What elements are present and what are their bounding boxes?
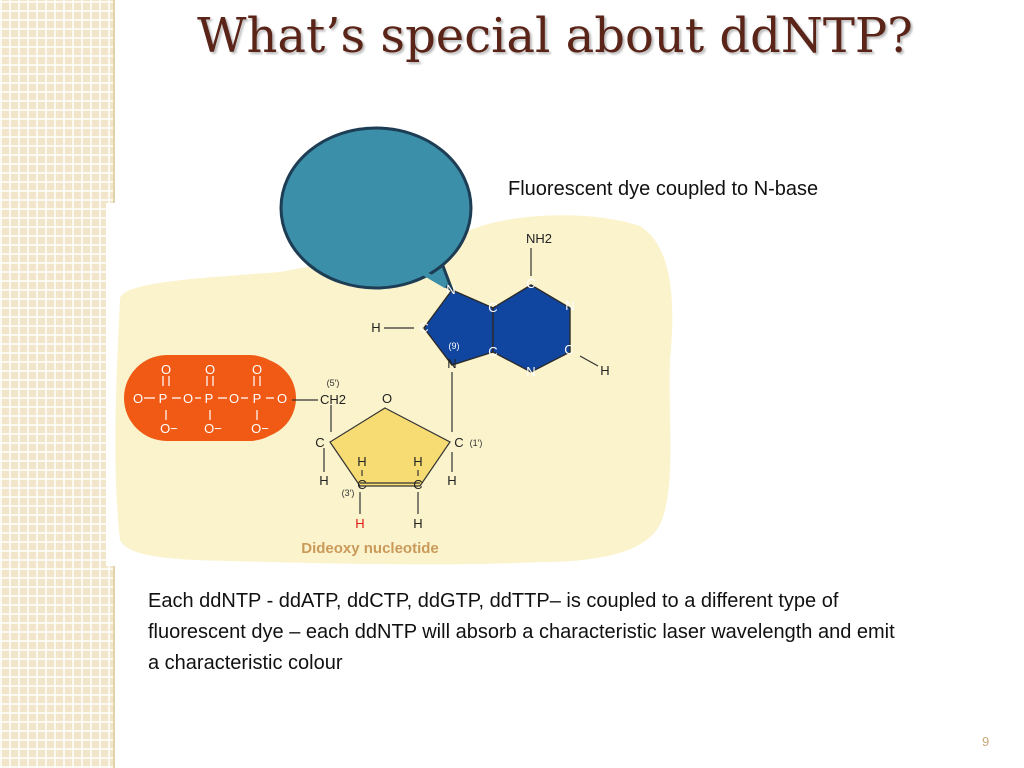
atom-o-minus: O− <box>160 421 178 436</box>
atom-o: O <box>252 362 262 377</box>
atom-o-minus: O− <box>251 421 269 436</box>
ch2-group-label: CH2 <box>320 392 346 407</box>
atom-o: O <box>183 391 193 406</box>
fluorescent-dye-marker <box>279 126 473 294</box>
atom-p: P <box>205 391 214 406</box>
page-number: 9 <box>982 734 990 749</box>
atom-h: H <box>413 454 422 469</box>
atom-o-minus: O− <box>204 421 222 436</box>
atom-o: O <box>133 391 143 406</box>
atom-h: H <box>600 363 609 378</box>
purine-six-ring <box>492 284 571 373</box>
phosphate-lobe <box>216 358 296 438</box>
deoxyribose-ring <box>329 407 451 487</box>
atom-c: C <box>488 300 497 315</box>
dye-callout-label: Fluorescent dye coupled to N-base <box>508 178 819 200</box>
atom-p: P <box>159 391 168 406</box>
decorative-sidebar <box>0 0 115 768</box>
atom-c: C <box>315 435 324 450</box>
position-3-label: (3′) <box>342 488 355 498</box>
atom-n: N <box>526 364 535 379</box>
atom-c: C <box>488 344 497 359</box>
atom-h: H <box>371 320 380 335</box>
atom-c: C <box>419 320 428 335</box>
atom-c: C <box>454 435 463 450</box>
amino-group-label: NH2 <box>526 231 552 246</box>
atom-h: H <box>447 473 456 488</box>
atom-p: P <box>253 391 262 406</box>
atom-n: N <box>447 356 456 371</box>
atom-o: O <box>277 391 287 406</box>
position-5-label: (5′) <box>327 378 340 388</box>
atom-h: H <box>319 473 328 488</box>
diagram-backdrop-strip <box>106 203 116 566</box>
atom-h: H <box>357 454 366 469</box>
triphosphate-group <box>124 355 296 441</box>
atom-n: N <box>446 282 455 297</box>
slide-title: What’s special about ddNTP? <box>197 8 913 64</box>
molecule-bonds <box>292 248 599 514</box>
atom-o: O <box>205 362 215 377</box>
position-9-label: (9) <box>449 341 460 351</box>
atom-o: O <box>161 362 171 377</box>
dye-pointer-fill <box>420 269 448 289</box>
atom-c: C <box>564 342 573 357</box>
atom-h: H <box>413 516 422 531</box>
purine-five-ring <box>423 289 494 366</box>
dye-circle <box>279 126 473 290</box>
atom-o: O <box>229 391 239 406</box>
highlighted-3prime-h: H <box>355 516 364 531</box>
diagram-caption: Dideoxy nucleotide <box>301 540 439 557</box>
atom-c: C <box>357 477 366 492</box>
atom-o: O <box>382 391 392 406</box>
slide-description: Each ddNTP - ddATP, ddCTP, ddGTP, ddTTP–… <box>148 590 895 674</box>
atom-n: N <box>565 298 574 313</box>
atom-labels: NH2 C N C N C C N C N (9) H H O C (1′) C… <box>133 231 610 531</box>
atom-c: C <box>413 477 422 492</box>
atom-c: C <box>526 276 535 291</box>
position-1-label: (1′) <box>470 438 483 448</box>
